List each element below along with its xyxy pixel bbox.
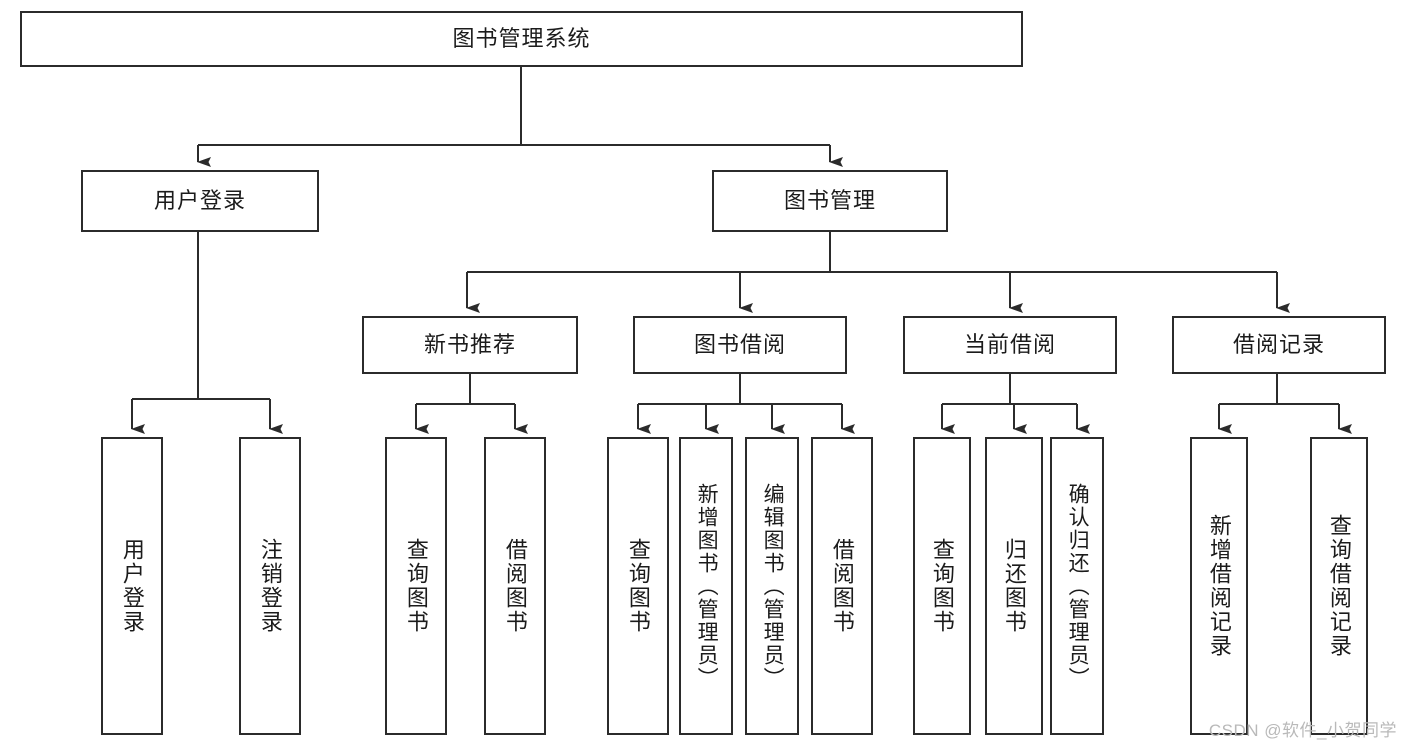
- node-book-borrow[interactable]: 图书借阅: [633, 316, 847, 374]
- watermark: CSDN @软件_小贺同学: [1208, 721, 1397, 740]
- leaf-return-book[interactable]: 归还图书: [985, 437, 1043, 735]
- leaf-edit-book-admin[interactable]: 编辑图书（管理员）: [745, 437, 799, 735]
- node-label: 新增借阅记录: [1206, 514, 1232, 658]
- leaf-query-book-current[interactable]: 查询图书: [913, 437, 971, 735]
- node-label: 注销登录: [257, 538, 283, 634]
- node-current-borrow[interactable]: 当前借阅: [903, 316, 1117, 374]
- node-label: 新增图书（管理员）: [695, 482, 719, 690]
- node-label: 归还图书: [1001, 538, 1027, 634]
- node-label: 当前借阅: [963, 331, 1056, 357]
- node-label: 新书推荐: [423, 331, 516, 357]
- leaf-confirm-return-admin[interactable]: 确认归还（管理员）: [1050, 437, 1104, 735]
- leaf-user-login[interactable]: 用户登录: [101, 437, 163, 735]
- node-label: 查询图书: [625, 538, 651, 634]
- node-label: 用户登录: [153, 187, 246, 213]
- node-user-login[interactable]: 用户登录: [81, 170, 319, 232]
- node-label: 借阅图书: [502, 538, 528, 634]
- node-label: 确认归还（管理员）: [1066, 482, 1090, 690]
- node-root-system[interactable]: 图书管理系统: [20, 11, 1023, 67]
- node-label: 查询图书: [403, 538, 429, 634]
- node-label: 图书管理: [783, 187, 876, 213]
- node-borrow-record[interactable]: 借阅记录: [1172, 316, 1386, 374]
- leaf-add-borrow-record[interactable]: 新增借阅记录: [1190, 437, 1248, 735]
- node-label: 图书管理系统: [452, 25, 591, 51]
- node-label: 查询图书: [929, 538, 955, 634]
- node-label: 借阅记录: [1232, 331, 1325, 357]
- node-label: 编辑图书（管理员）: [761, 482, 785, 690]
- leaf-query-book-borrow[interactable]: 查询图书: [607, 437, 669, 735]
- node-book-management[interactable]: 图书管理: [712, 170, 948, 232]
- leaf-add-book-admin[interactable]: 新增图书（管理员）: [679, 437, 733, 735]
- leaf-borrow-book-recommend[interactable]: 借阅图书: [484, 437, 546, 735]
- node-new-book-recommend[interactable]: 新书推荐: [362, 316, 578, 374]
- leaf-logout-login[interactable]: 注销登录: [239, 437, 301, 735]
- node-label: 图书借阅: [693, 331, 786, 357]
- leaf-query-borrow-record[interactable]: 查询借阅记录: [1310, 437, 1368, 735]
- node-label: 查询借阅记录: [1326, 514, 1352, 658]
- node-label: 用户登录: [119, 538, 145, 634]
- leaf-borrow-book[interactable]: 借阅图书: [811, 437, 873, 735]
- leaf-query-book-recommend[interactable]: 查询图书: [385, 437, 447, 735]
- node-label: 借阅图书: [829, 538, 855, 634]
